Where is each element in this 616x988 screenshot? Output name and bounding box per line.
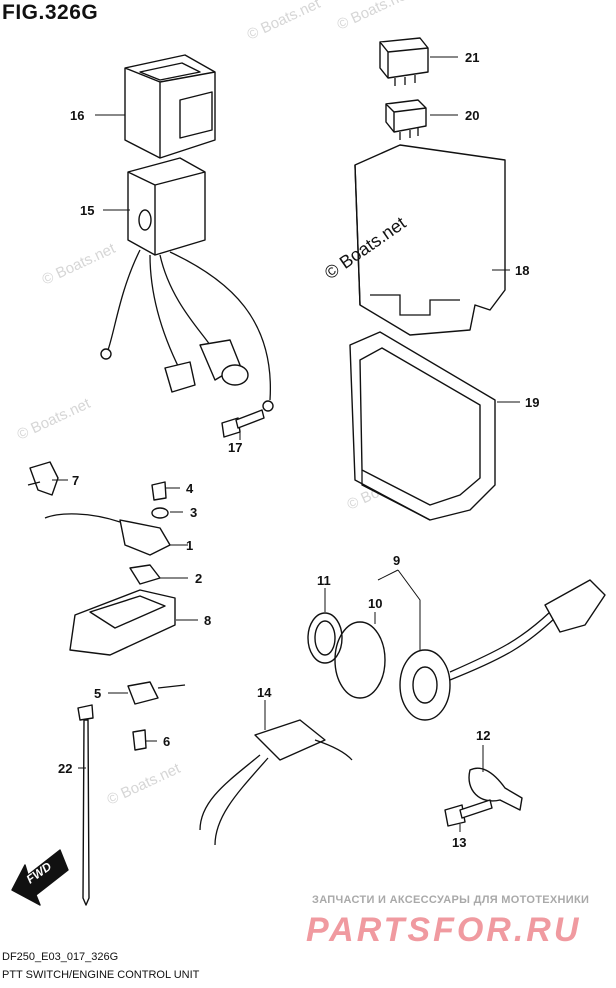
watermark: © Boats.net [105, 760, 184, 809]
part-9-ptt-switch[interactable] [399, 579, 606, 721]
watermark: © Boats.net [15, 395, 94, 444]
part-1-switch[interactable] [44, 513, 171, 556]
callout-4: 4 [186, 481, 194, 496]
callout-11: 11 [317, 573, 331, 588]
callout-22: 22 [58, 761, 72, 776]
callout-16: 16 [70, 108, 84, 123]
part-5-switch[interactable] [127, 681, 186, 705]
callout-20: 20 [465, 108, 479, 123]
callout-19: 19 [525, 395, 539, 410]
callout-15: 15 [80, 203, 94, 218]
part-12-clamp[interactable] [468, 767, 523, 811]
callout-18: 18 [515, 263, 529, 278]
part-21-relay[interactable] [379, 37, 429, 86]
callout-3: 3 [190, 505, 197, 520]
callout-5: 5 [94, 686, 101, 701]
callout-2: 2 [195, 571, 202, 586]
part-19-cover[interactable] [349, 331, 496, 521]
part-17-bolt[interactable] [221, 409, 265, 438]
part-22-cable-tie[interactable] [77, 704, 94, 906]
callout-21: 21 [465, 50, 479, 65]
figure-description: PTT SWITCH/ENGINE CONTROL UNIT [2, 969, 200, 981]
figure-title: FIG.326G [2, 1, 99, 24]
part-6-screw[interactable] [132, 729, 147, 751]
figure-code: DF250_E03_017_326G [2, 951, 119, 963]
brand-subtitle: ЗАПЧАСТИ И АКСЕССУАРЫ ДЛЯ МОТОТЕХНИКИ [312, 894, 590, 906]
callout-13: 13 [452, 835, 466, 850]
part-13-bolt[interactable] [444, 799, 493, 827]
watermark: © Boats.net [335, 0, 414, 34]
part-18-ecu[interactable] [354, 144, 506, 336]
callout-14: 14 [257, 685, 272, 700]
part-16-cover[interactable] [124, 54, 216, 159]
part-15-module[interactable] [100, 157, 274, 412]
part-7-clamp[interactable] [27, 461, 59, 496]
part-10-o-ring[interactable] [334, 621, 386, 699]
part-20-relay[interactable] [385, 99, 427, 140]
callout-1: 1 [186, 538, 193, 553]
part-3-washer[interactable] [151, 507, 169, 519]
callout-17: 17 [228, 440, 242, 455]
callout-10: 10 [368, 596, 382, 611]
part-8-holder[interactable] [69, 589, 176, 656]
brand-logo: PARTSFOR.RU [306, 911, 582, 949]
callout-8: 8 [204, 613, 211, 628]
leader-lines [52, 56, 520, 832]
watermark: © Boats.net [245, 0, 324, 44]
part-11-ring[interactable] [307, 612, 343, 664]
watermark: © Boats.net [40, 240, 119, 289]
fwd-arrow: FWD [11, 849, 69, 906]
callout-9: 9 [393, 553, 400, 568]
part-2-magnet[interactable] [129, 564, 161, 585]
part-4-screw[interactable] [151, 481, 167, 501]
callout-12: 12 [476, 728, 490, 743]
callouts: 1 2 3 4 5 6 7 8 9 10 11 12 13 14 15 16 1… [58, 50, 539, 850]
part-14-harness[interactable] [199, 719, 353, 846]
callout-7: 7 [72, 473, 79, 488]
callout-6: 6 [163, 734, 170, 749]
